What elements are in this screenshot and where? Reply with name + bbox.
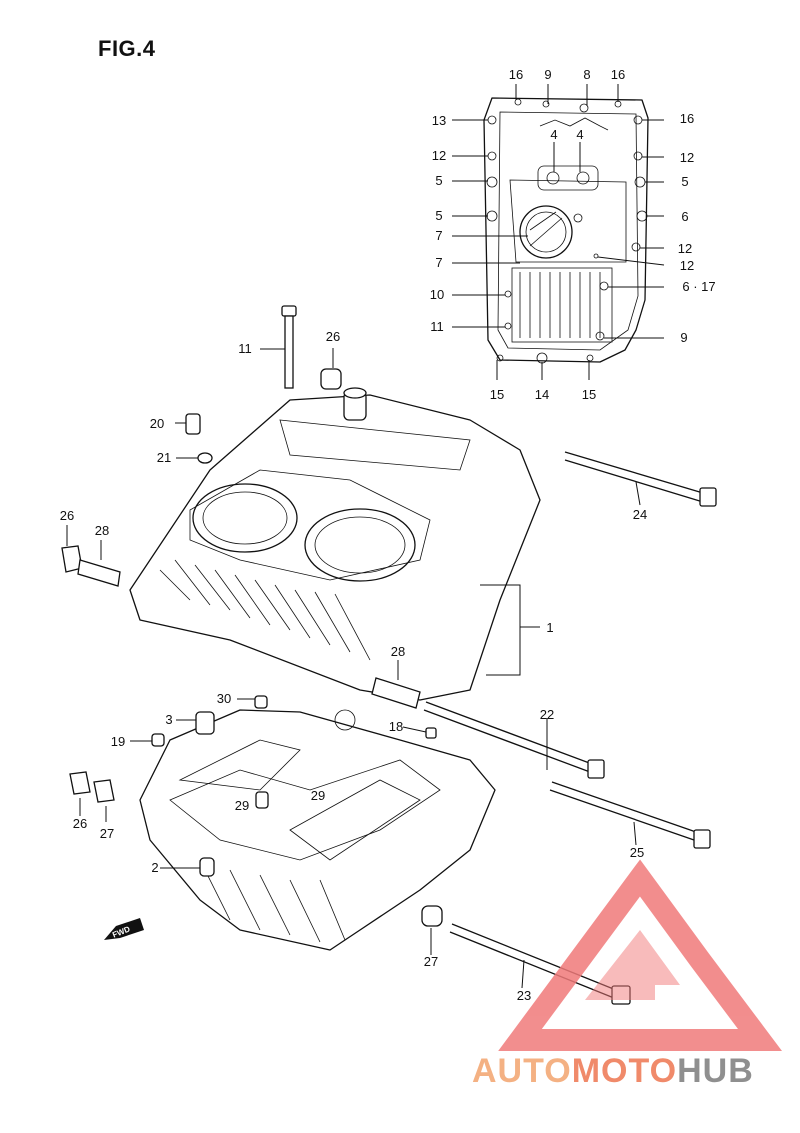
callout-c18: 18	[389, 719, 403, 734]
loose-parts: FWD	[61, 305, 717, 1005]
callout-c5b: 5	[681, 174, 688, 189]
callout-c15a: 15	[490, 387, 504, 402]
callout-c617: 6 · 17	[682, 279, 715, 294]
callout-c26c: 26	[73, 816, 87, 831]
callout-c12c: 12	[678, 241, 692, 256]
callout-c30: 30	[217, 691, 231, 706]
callout-c23: 23	[517, 988, 531, 1003]
callout-c27b: 27	[424, 954, 438, 969]
callout-c19: 19	[111, 734, 125, 749]
callout-c16c: 16	[680, 111, 694, 126]
fwd-arrow-icon: FWD	[104, 918, 144, 940]
callout-c9a: 9	[544, 67, 551, 82]
automotohub-logo-icon	[498, 859, 782, 1051]
callout-c5c: 5	[435, 208, 442, 223]
callout-c24: 24	[633, 507, 647, 522]
callout-c3: 3	[165, 712, 172, 727]
callout-c8: 8	[583, 67, 590, 82]
callout-c9b: 9	[680, 330, 687, 345]
watermark-part-hub: HUB	[677, 1052, 754, 1090]
callout-c14: 14	[535, 387, 549, 402]
callout-c15b: 15	[582, 387, 596, 402]
callout-c12b: 12	[680, 150, 694, 165]
watermark-part-moto: MOTO	[571, 1052, 678, 1090]
upper-crankcase	[129, 387, 541, 701]
callout-c12d: 12	[680, 258, 694, 273]
callout-c4b: 4	[576, 127, 583, 142]
watermark-part-auto: AUTO	[472, 1052, 572, 1090]
watermark-wordmark: AUTOMOTOHUB	[472, 1052, 754, 1091]
figure-title: FIG.4	[98, 36, 156, 61]
callout-c5a: 5	[435, 173, 442, 188]
callout-c29a: 29	[235, 798, 249, 813]
callout-c25: 25	[630, 845, 644, 860]
callout-c21: 21	[157, 450, 171, 465]
callout-c7a: 7	[435, 228, 442, 243]
callout-c1: 1	[546, 620, 553, 635]
callout-c20: 20	[150, 416, 164, 431]
callout-c26a: 26	[326, 329, 340, 344]
callout-c13: 13	[432, 113, 446, 128]
callout-c11a: 11	[430, 319, 444, 334]
callout-c28b: 28	[391, 644, 405, 659]
callout-c4a: 4	[550, 127, 557, 142]
callout-c2: 2	[151, 860, 158, 875]
callout-c26b: 26	[60, 508, 74, 523]
callout-c12a: 12	[432, 148, 446, 163]
callout-c11b: 11	[238, 341, 252, 356]
callout-c22: 22	[540, 707, 554, 722]
callout-c16a: 16	[509, 67, 523, 82]
callout-c28a: 28	[95, 523, 109, 538]
callout-c27a: 27	[100, 826, 114, 841]
lower-crankcase	[139, 709, 496, 951]
callout-c29b: 29	[311, 788, 325, 803]
callout-c16b: 16	[611, 67, 625, 82]
oil-pan-lower-view	[483, 97, 649, 364]
callout-c7b: 7	[435, 255, 442, 270]
leader-lines	[66, 84, 665, 989]
callout-c6a: 6	[681, 209, 688, 224]
callout-c10: 10	[430, 287, 444, 302]
